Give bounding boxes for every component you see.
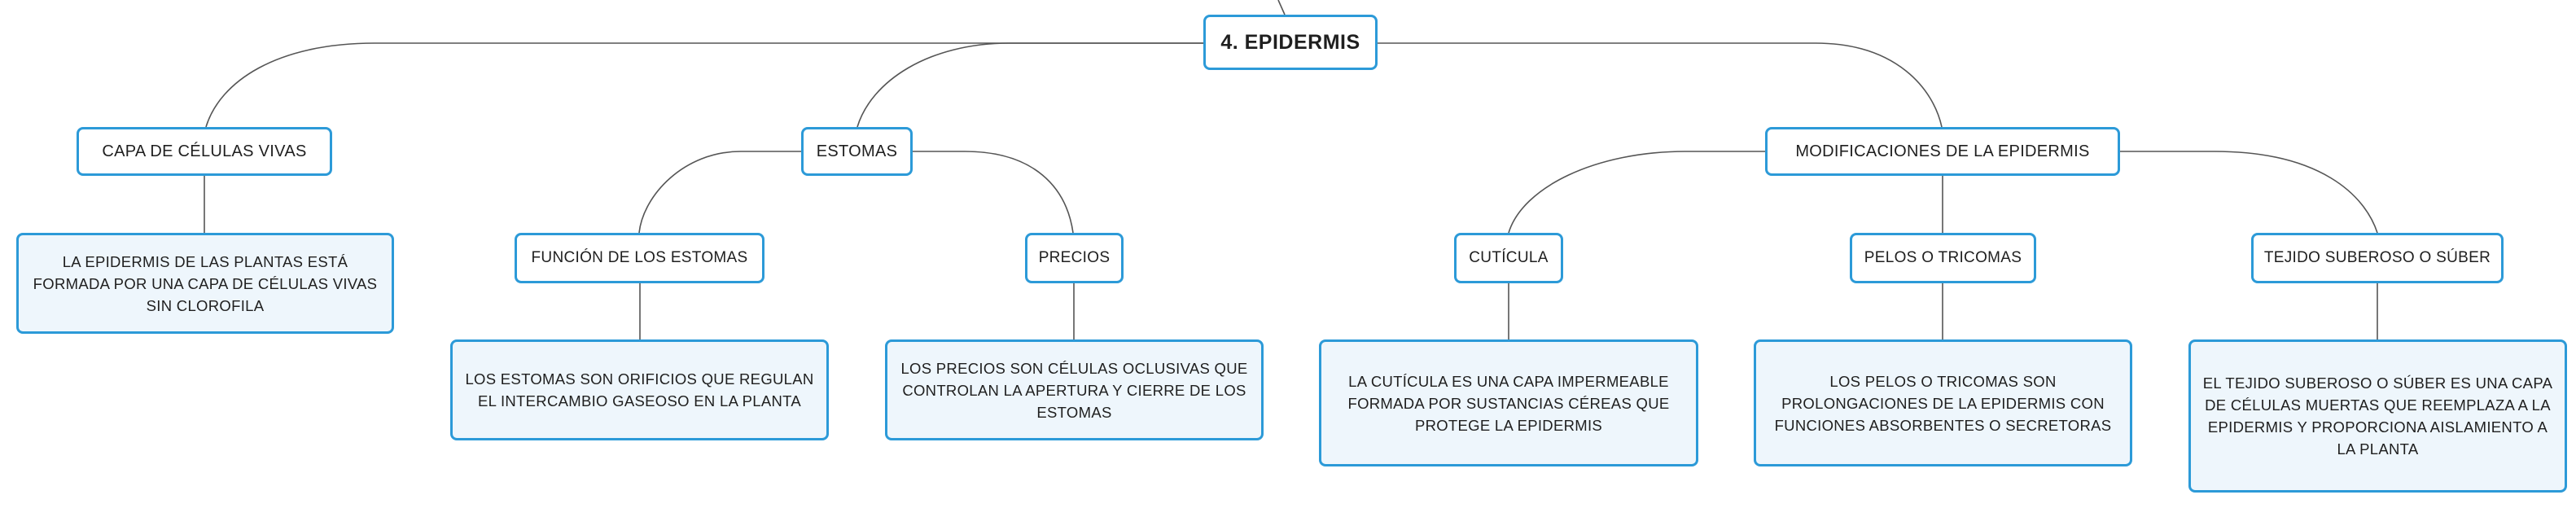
subtopic-label: PRECIOS [1038, 249, 1111, 266]
connector-mod-tejido [2120, 151, 2378, 234]
detail-text: LA CUTÍCULA ES UNA CAPA IMPERMEABLE FORM… [1347, 372, 1670, 434]
subtopic-funcion-de-los-estomas[interactable]: FUNCIÓN DE LOS ESTOMAS [515, 233, 764, 283]
connector-root-capa [205, 42, 1203, 128]
subtopic-label: PELOS O TRICOMAS [1864, 249, 2022, 266]
topic-capa-de-celulas-vivas[interactable]: CAPA DE CÉLULAS VIVAS [77, 127, 332, 176]
connector-estomas-funcion [638, 151, 801, 234]
connector-root-parent [1277, 0, 1286, 15]
detail-text: LA EPIDERMIS DE LAS PLANTAS ESTÁ FORMADA… [33, 252, 378, 314]
topic-label: CAPA DE CÉLULAS VIVAS [102, 142, 307, 160]
subtopic-label: CUTÍCULA [1469, 249, 1549, 266]
subtopic-pelos-o-tricomas[interactable]: PELOS O TRICOMAS [1850, 233, 2036, 283]
detail-text: LOS ESTOMAS SON ORIFICIOS QUE REGULAN EL… [465, 370, 814, 409]
topic-estomas[interactable]: ESTOMAS [801, 127, 913, 176]
detail-precios[interactable]: LOS PRECIOS SON CÉLULAS OCLUSIVAS QUE CO… [885, 339, 1264, 440]
root-label: 4. EPIDERMIS [1220, 30, 1360, 54]
detail-capa-de-celulas-vivas[interactable]: LA EPIDERMIS DE LAS PLANTAS ESTÁ FORMADA… [16, 233, 394, 334]
connector-estomas-precios [913, 151, 1074, 234]
root-node[interactable]: 4. EPIDERMIS [1203, 15, 1378, 70]
connector-root-estomas [856, 42, 1203, 128]
detail-text: EL TEJIDO SUBEROSO O SÚBER ES UNA CAPA D… [2202, 374, 2553, 458]
detail-cuticula[interactable]: LA CUTÍCULA ES UNA CAPA IMPERMEABLE FORM… [1319, 339, 1698, 466]
subtopic-label: FUNCIÓN DE LOS ESTOMAS [531, 249, 748, 266]
detail-funcion-de-los-estomas[interactable]: LOS ESTOMAS SON ORIFICIOS QUE REGULAN EL… [450, 339, 829, 440]
subtopic-tejido-suberoso-o-suber[interactable]: TEJIDO SUBEROSO O SÚBER [2251, 233, 2504, 283]
detail-text: LOS PELOS O TRICOMAS SON PROLONGACIONES … [1774, 372, 2112, 434]
subtopic-precios[interactable]: PRECIOS [1025, 233, 1124, 283]
detail-pelos-o-tricomas[interactable]: LOS PELOS O TRICOMAS SON PROLONGACIONES … [1754, 339, 2132, 466]
connector-mod-cuticula [1508, 151, 1765, 234]
detail-tejido-suberoso-o-suber[interactable]: EL TEJIDO SUBEROSO O SÚBER ES UNA CAPA D… [2188, 339, 2567, 493]
connector-root-modificaciones [1376, 42, 1943, 128]
topic-modificaciones-de-la-epidermis[interactable]: MODIFICACIONES DE LA EPIDERMIS [1765, 127, 2120, 176]
subtopic-cuticula[interactable]: CUTÍCULA [1454, 233, 1563, 283]
detail-text: LOS PRECIOS SON CÉLULAS OCLUSIVAS QUE CO… [900, 359, 1248, 421]
topic-label: MODIFICACIONES DE LA EPIDERMIS [1795, 142, 2090, 160]
subtopic-label: TEJIDO SUBEROSO O SÚBER [2263, 249, 2491, 266]
topic-label: ESTOMAS [816, 142, 898, 160]
